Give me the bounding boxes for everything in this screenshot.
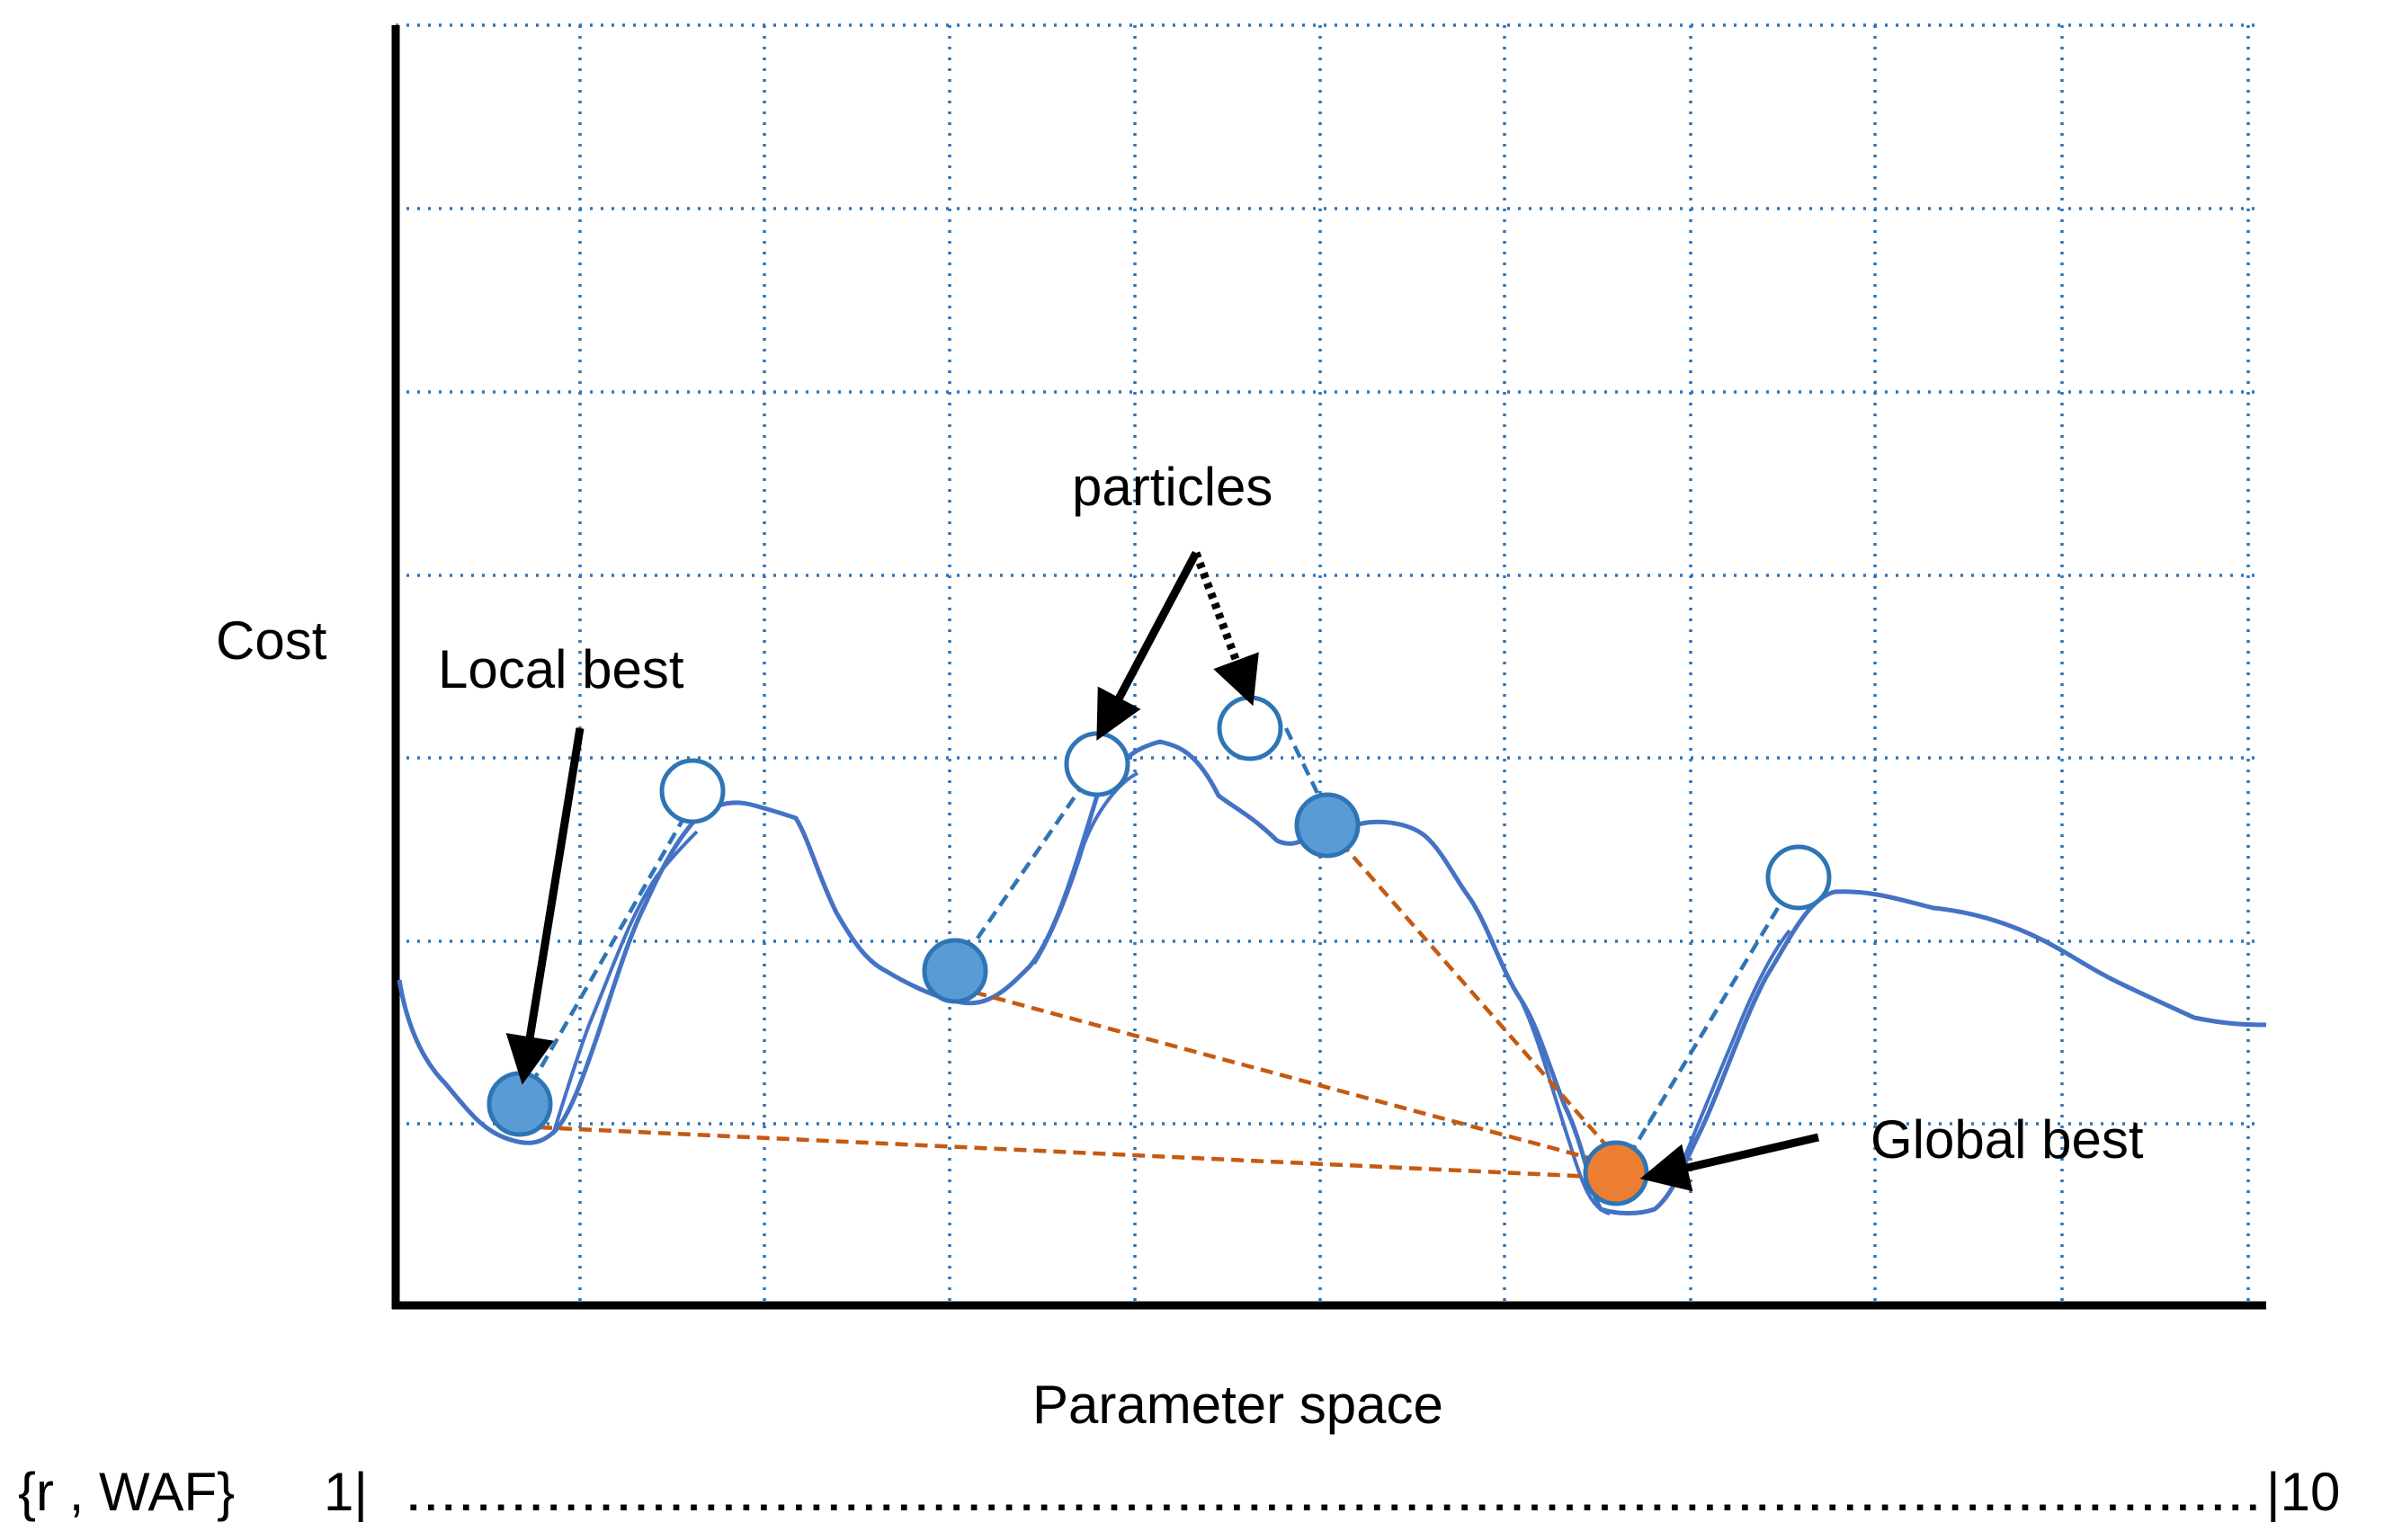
particle-open-3 [1217,695,1283,761]
global-best-label: Global best [1871,1109,2144,1170]
range-dots: ........................................… [405,1462,2262,1522]
particle-open-4 [1765,844,1832,911]
range-end-label: |10 [2266,1462,2340,1522]
particle-local-best-3 [1294,792,1361,859]
particle-global-best [1583,1140,1649,1206]
local-best-label: Local best [438,639,684,699]
cost-curve-inner [551,771,1791,1215]
black-arrow-icon [1639,1133,1820,1192]
black-arrow-icon [1096,550,1200,741]
range-start-label: 1| [324,1462,368,1522]
y-axis-label: Cost [216,610,327,671]
particle-open-2 [1064,731,1130,797]
particles-label: particles [1072,457,1272,517]
grid [396,23,2257,1305]
x-axis-label: Parameter space [1032,1375,1443,1435]
particle-local-best-2 [922,938,988,1004]
particle-local-best-1 [487,1071,553,1137]
range-param-label: {r , WAF} [18,1462,235,1522]
particle-links [520,727,1799,1175]
global-links [519,825,1621,1180]
axes [391,25,2266,1310]
dotted-arrow-icon [1192,551,1259,707]
black-arrow-icon [505,727,585,1085]
particle-open-1 [659,758,726,824]
